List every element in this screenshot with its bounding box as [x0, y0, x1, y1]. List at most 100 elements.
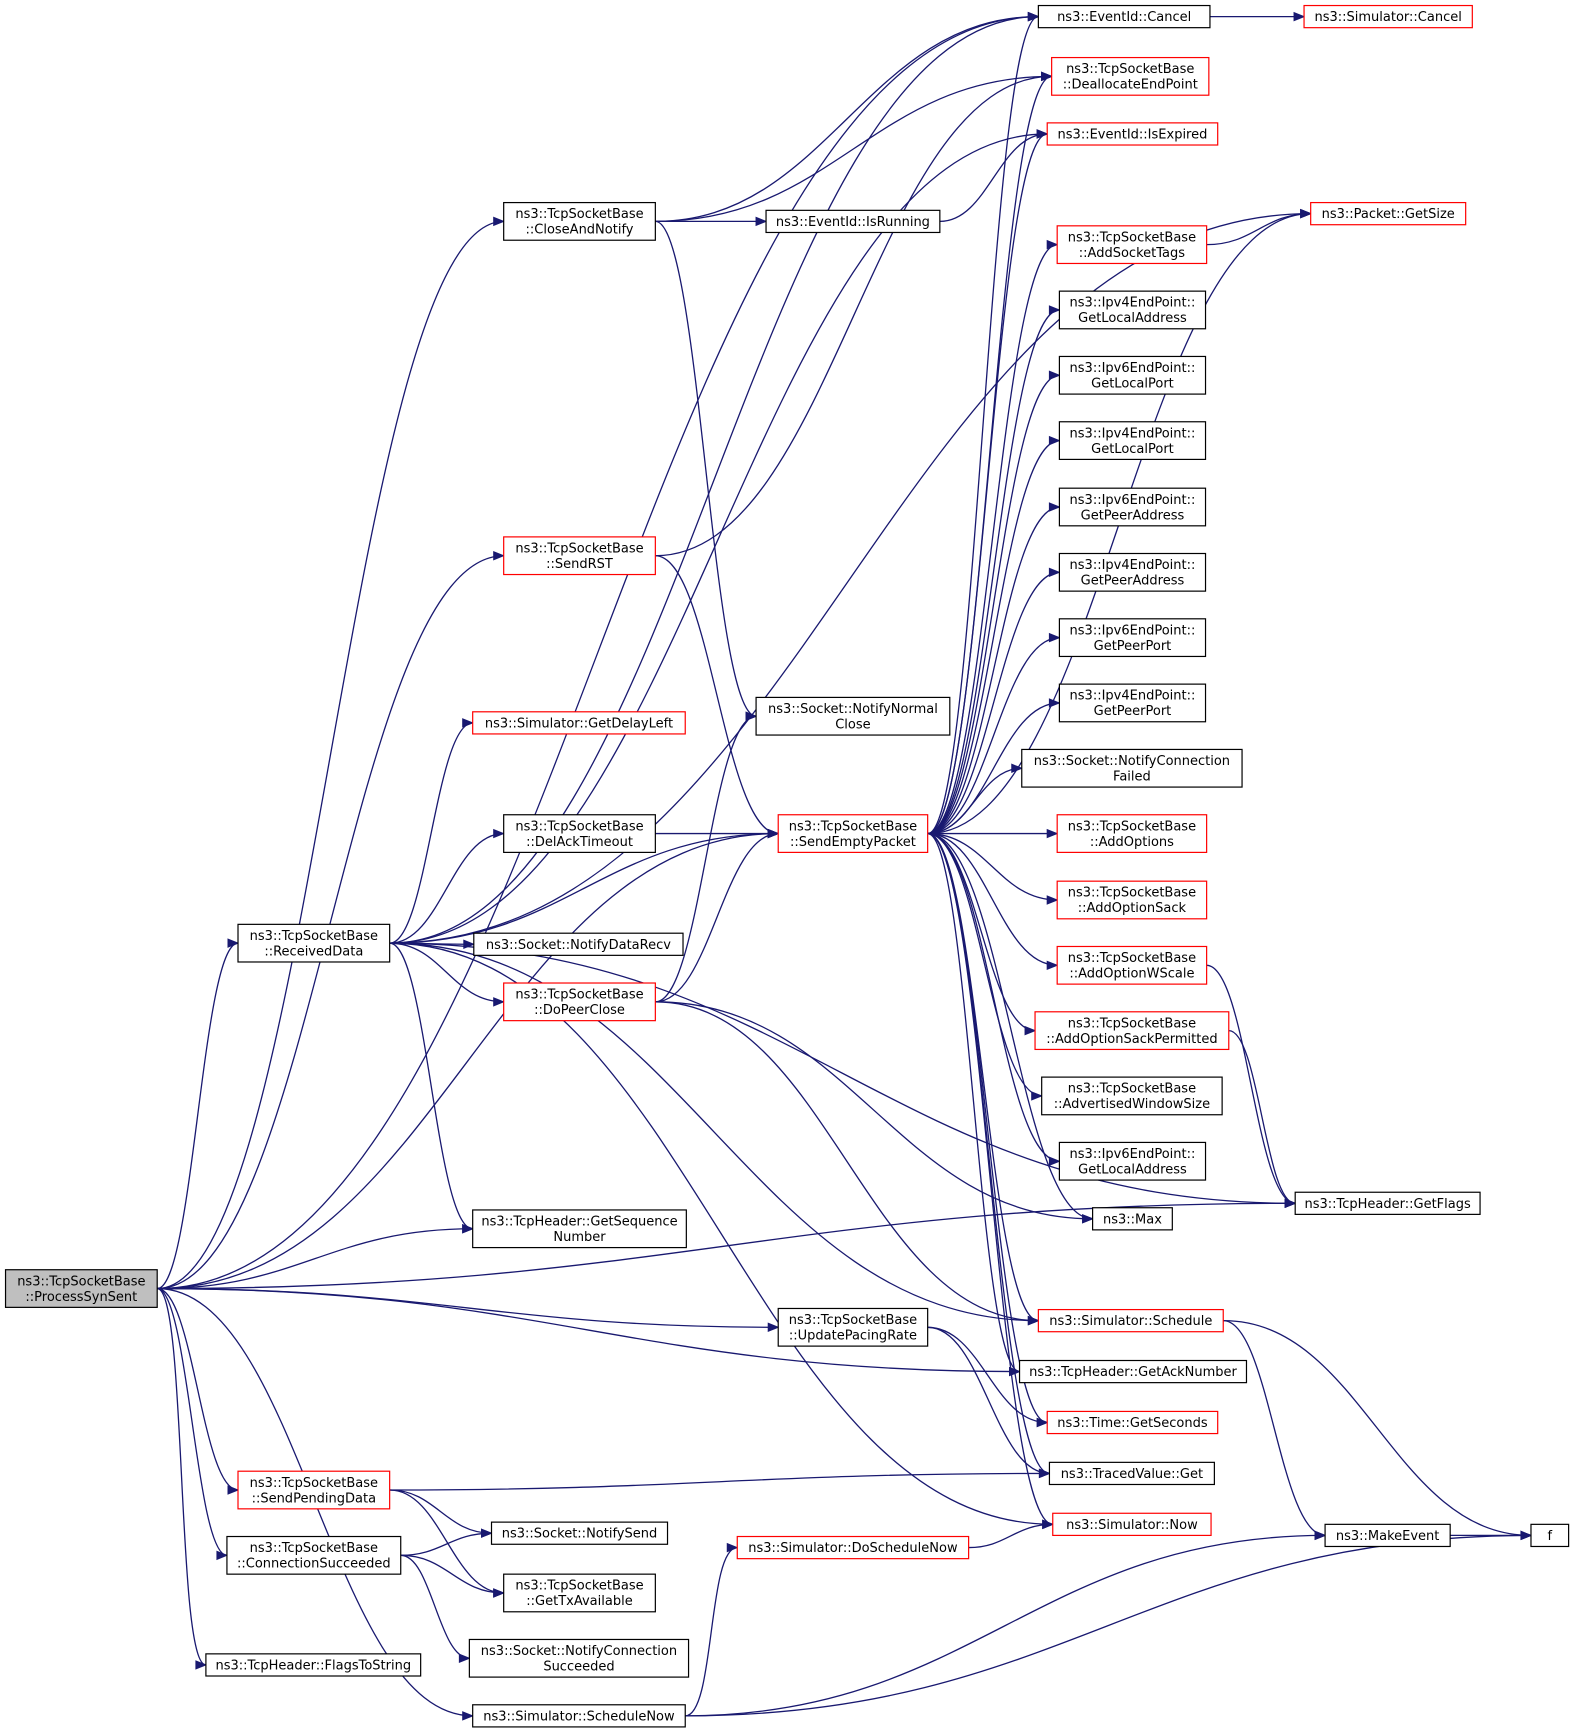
node-Max[interactable]: ns3::Max	[1092, 1207, 1173, 1231]
arrowhead-SendEmptyPacket-to-DeallocateEndPoint	[1041, 71, 1053, 82]
node-label: ns3::TcpSocketBase	[250, 929, 378, 944]
node-TracedValueGet[interactable]: ns3::TracedValue::Get	[1048, 1461, 1215, 1486]
node-Ipv6GetPeerPort[interactable]: ns3::Ipv6EndPoint::GetPeerPort	[1058, 618, 1207, 658]
node-label: ns3::TcpSocketBase	[789, 819, 917, 834]
node-label: ns3::EventId::IsRunning	[776, 215, 930, 230]
edges-layer	[156, 11, 1533, 1721]
node-label: GetLocalPort	[1091, 442, 1174, 457]
node-Ipv4GetLocalPort[interactable]: ns3::Ipv4EndPoint::GetLocalPort	[1058, 421, 1207, 461]
arrowhead-EventIdCancel-to-SimulatorCancel	[1293, 11, 1306, 22]
node-label: ns3::TcpSocketBase	[789, 1313, 917, 1328]
node-GetAckNumber[interactable]: ns3::TcpHeader::GetAckNumber	[1018, 1359, 1248, 1384]
node-SendEmptyPacket[interactable]: ns3::TcpSocketBase::SendEmptyPacket	[777, 814, 929, 853]
edge-SendEmptyPacket-to-Ipv4GetLocalAddress	[927, 309, 1060, 835]
node-AddOptions[interactable]: ns3::TcpSocketBase::AddOptions	[1056, 814, 1208, 853]
node-UpdatePacingRate[interactable]: ns3::TcpSocketBase::UpdatePacingRate	[777, 1307, 929, 1347]
edge-SendEmptyPacket-to-Max	[927, 832, 1093, 1220]
edge-ScheduleNow-to-MakeEvent	[685, 1534, 1326, 1717]
node-label: ns3::TcpSocketBase	[1066, 62, 1194, 77]
node-box	[1056, 814, 1208, 853]
edge-SendEmptyPacket-to-Ipv4GetLocalPort	[927, 439, 1060, 835]
node-AddOptionSackPermitted[interactable]: ns3::TcpSocketBase::AddOptionSackPermitt…	[1034, 1011, 1230, 1051]
node-label: ns3::TcpSocketBase	[1068, 819, 1196, 834]
node-box	[503, 536, 656, 576]
node-label: f	[1548, 1529, 1553, 1544]
node-Ipv4GetLocalAddress[interactable]: ns3::Ipv4EndPoint::GetLocalAddress	[1058, 290, 1207, 330]
node-DoPeerClose[interactable]: ns3::TcpSocketBase::DoPeerClose	[503, 982, 656, 1022]
node-AddOptionWScale[interactable]: ns3::TcpSocketBase::AddOptionWScale	[1056, 945, 1208, 985]
node-ScheduleNow[interactable]: ns3::Simulator::ScheduleNow	[472, 1704, 686, 1728]
arrowhead-ProcessSynSent-to-CloseAndNotify	[493, 216, 506, 227]
node-label: ns3::TcpSocketBase	[515, 207, 643, 222]
node-box	[1058, 618, 1207, 658]
node-f[interactable]: f	[1530, 1523, 1570, 1548]
node-GetFlags[interactable]: ns3::TcpHeader::GetFlags	[1294, 1191, 1481, 1215]
node-AddOptionSack[interactable]: ns3::TcpSocketBase::AddOptionSack	[1056, 880, 1208, 920]
node-box	[472, 1704, 686, 1728]
node-SimulatorCancel[interactable]: ns3::Simulator::Cancel	[1303, 4, 1473, 29]
edge-AddOptionWScale-to-GetFlags	[1206, 964, 1296, 1204]
node-ConnectionSucceeded[interactable]: ns3::TcpSocketBase::ConnectionSucceeded	[226, 1535, 402, 1575]
node-DoScheduleNow[interactable]: ns3::Simulator::DoScheduleNow	[736, 1535, 970, 1560]
node-box	[1058, 421, 1207, 461]
node-AddSocketTags[interactable]: ns3::TcpSocketBase::AddSocketTags	[1056, 225, 1208, 265]
edge-ReceivedData-to-DelAckTimeout	[389, 832, 504, 944]
node-EventIdCancel[interactable]: ns3::EventId::Cancel	[1037, 4, 1211, 29]
node-PacketGetSize[interactable]: ns3::Packet::GetSize	[1310, 201, 1467, 226]
node-label: ns3::TcpHeader::GetFlags	[1304, 1197, 1471, 1212]
node-IsExpired[interactable]: ns3::EventId::IsExpired	[1046, 122, 1219, 146]
node-label: ns3::Simulator::Now	[1066, 1518, 1198, 1533]
node-SendRST[interactable]: ns3::TcpSocketBase::SendRST	[503, 536, 656, 576]
node-FlagsToString[interactable]: ns3::TcpHeader::FlagsToString	[205, 1653, 422, 1677]
arrowhead-ReceivedData-to-DelAckTimeout	[493, 828, 506, 839]
node-ProcessSynSent[interactable]: ns3::TcpSocketBase::ProcessSynSent	[4, 1269, 158, 1308]
node-SimulatorSchedule[interactable]: ns3::Simulator::Schedule	[1037, 1308, 1224, 1333]
edge-ProcessSynSent-to-SendRST	[157, 555, 504, 1290]
node-Ipv6GetPeerAddress[interactable]: ns3::Ipv6EndPoint::GetPeerAddress	[1058, 487, 1207, 527]
node-NotifySend[interactable]: ns3::Socket::NotifySend	[490, 1521, 669, 1545]
node-Ipv6GetLocalPort[interactable]: ns3::Ipv6EndPoint::GetLocalPort	[1058, 355, 1207, 395]
node-DeallocateEndPoint[interactable]: ns3::TcpSocketBase::DeallocateEndPoint	[1051, 56, 1210, 96]
arrowhead-ReceivedData-to-GetDelayLeft	[462, 718, 475, 728]
node-box	[1058, 1141, 1207, 1181]
node-TimeGetSeconds[interactable]: ns3::Time::GetSeconds	[1046, 1410, 1219, 1435]
node-box	[1058, 355, 1207, 395]
arrowhead-MakeEvent-to-f	[1520, 1530, 1533, 1541]
node-AdvertisedWindowSize[interactable]: ns3::TcpSocketBase::AdvertisedWindowSize	[1041, 1076, 1223, 1116]
node-GetTxAvailable[interactable]: ns3::TcpSocketBase::GetTxAvailable	[503, 1573, 656, 1613]
node-GetDelayLeft[interactable]: ns3::Simulator::GetDelayLeft	[472, 711, 686, 735]
arrowhead-DoScheduleNow-to-SimulatorNow	[1042, 1519, 1055, 1530]
arrowhead-ProcessSynSent-to-ConnectionSucceeded	[216, 1550, 229, 1561]
arrowhead-SendEmptyPacket-to-Ipv6GetPeerPort	[1048, 632, 1061, 643]
node-box	[1092, 1207, 1173, 1231]
node-box	[1058, 683, 1207, 723]
node-NotifyDataRecv[interactable]: ns3::Socket::NotifyDataRecv	[473, 932, 684, 956]
node-label: GetLocalAddress	[1078, 1162, 1187, 1177]
node-CloseAndNotify[interactable]: ns3::TcpSocketBase::CloseAndNotify	[503, 201, 656, 241]
edge-SendEmptyPacket-to-Ipv6GetPeerAddress	[927, 506, 1060, 835]
node-label: ns3::Ipv6EndPoint::	[1070, 493, 1196, 508]
nodes-layer: ns3::TcpSocketBase::ProcessSynSent ns3::E…	[4, 4, 1570, 1728]
edge-IsRunning-to-IsExpired	[939, 133, 1048, 223]
node-Ipv4GetPeerAddress[interactable]: ns3::Ipv4EndPoint::GetPeerAddress	[1058, 552, 1207, 592]
edge-SendEmptyPacket-to-AdvertisedWindowSize	[927, 832, 1042, 1097]
node-IsRunning[interactable]: ns3::EventId::IsRunning	[765, 209, 941, 234]
edge-ProcessSynSent-to-ConnectionSucceeded	[157, 1287, 228, 1556]
node-SendPendingData[interactable]: ns3::TcpSocketBase::SendPendingData	[237, 1470, 391, 1510]
node-Ipv6GetLocalAddress[interactable]: ns3::Ipv6EndPoint::GetLocalAddress	[1058, 1141, 1207, 1181]
node-label: Number	[553, 1230, 606, 1245]
node-box	[755, 696, 951, 736]
node-label: ::ReceivedData	[264, 944, 363, 959]
node-MakeEvent[interactable]: ns3::MakeEvent	[1324, 1523, 1451, 1548]
node-ReceivedData[interactable]: ns3::TcpSocketBase::ReceivedData	[237, 923, 391, 963]
node-SimulatorNow[interactable]: ns3::Simulator::Now	[1052, 1512, 1212, 1537]
node-Ipv4GetPeerPort[interactable]: ns3::Ipv4EndPoint::GetPeerPort	[1058, 683, 1207, 723]
edge-UpdatePacingRate-to-TracedValueGet	[927, 1326, 1050, 1475]
node-DelAckTimeout[interactable]: ns3::TcpSocketBase::DelAckTimeout	[503, 814, 656, 853]
node-box	[765, 209, 941, 234]
node-label: ns3::MakeEvent	[1336, 1529, 1440, 1544]
